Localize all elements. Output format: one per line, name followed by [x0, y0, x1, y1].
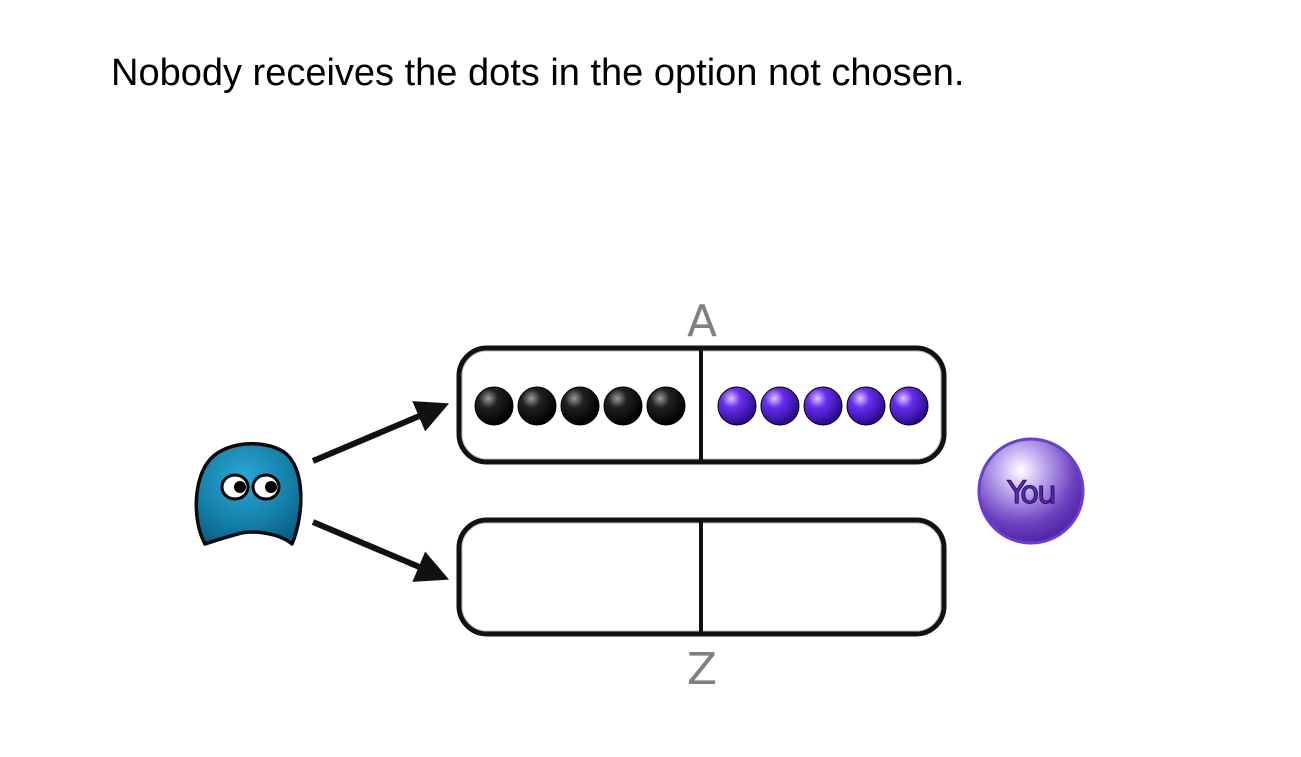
option-a-label: A	[687, 296, 717, 347]
black-dot	[646, 386, 686, 426]
option-a-box[interactable]	[456, 345, 947, 465]
option-a-right-dots	[717, 386, 929, 426]
option-z-box[interactable]	[456, 517, 947, 637]
black-dot	[603, 386, 643, 426]
you-token-icon: You	[977, 437, 1085, 545]
arrow-to-option-a	[311, 401, 450, 464]
purple-dot	[803, 386, 843, 426]
instruction-text: Nobody receives the dots in the option n…	[111, 52, 965, 94]
black-dot	[474, 386, 514, 426]
option-z-label: Z	[687, 644, 717, 695]
option-a-left-dots	[474, 386, 686, 426]
arrow-to-option-z	[311, 519, 450, 582]
black-dot	[517, 386, 557, 426]
purple-dot	[760, 386, 800, 426]
blob-creature-icon	[194, 441, 303, 546]
black-dot	[560, 386, 600, 426]
purple-dot	[889, 386, 929, 426]
you-label: You	[1006, 475, 1054, 511]
purple-dot	[846, 386, 886, 426]
purple-dot	[717, 386, 757, 426]
